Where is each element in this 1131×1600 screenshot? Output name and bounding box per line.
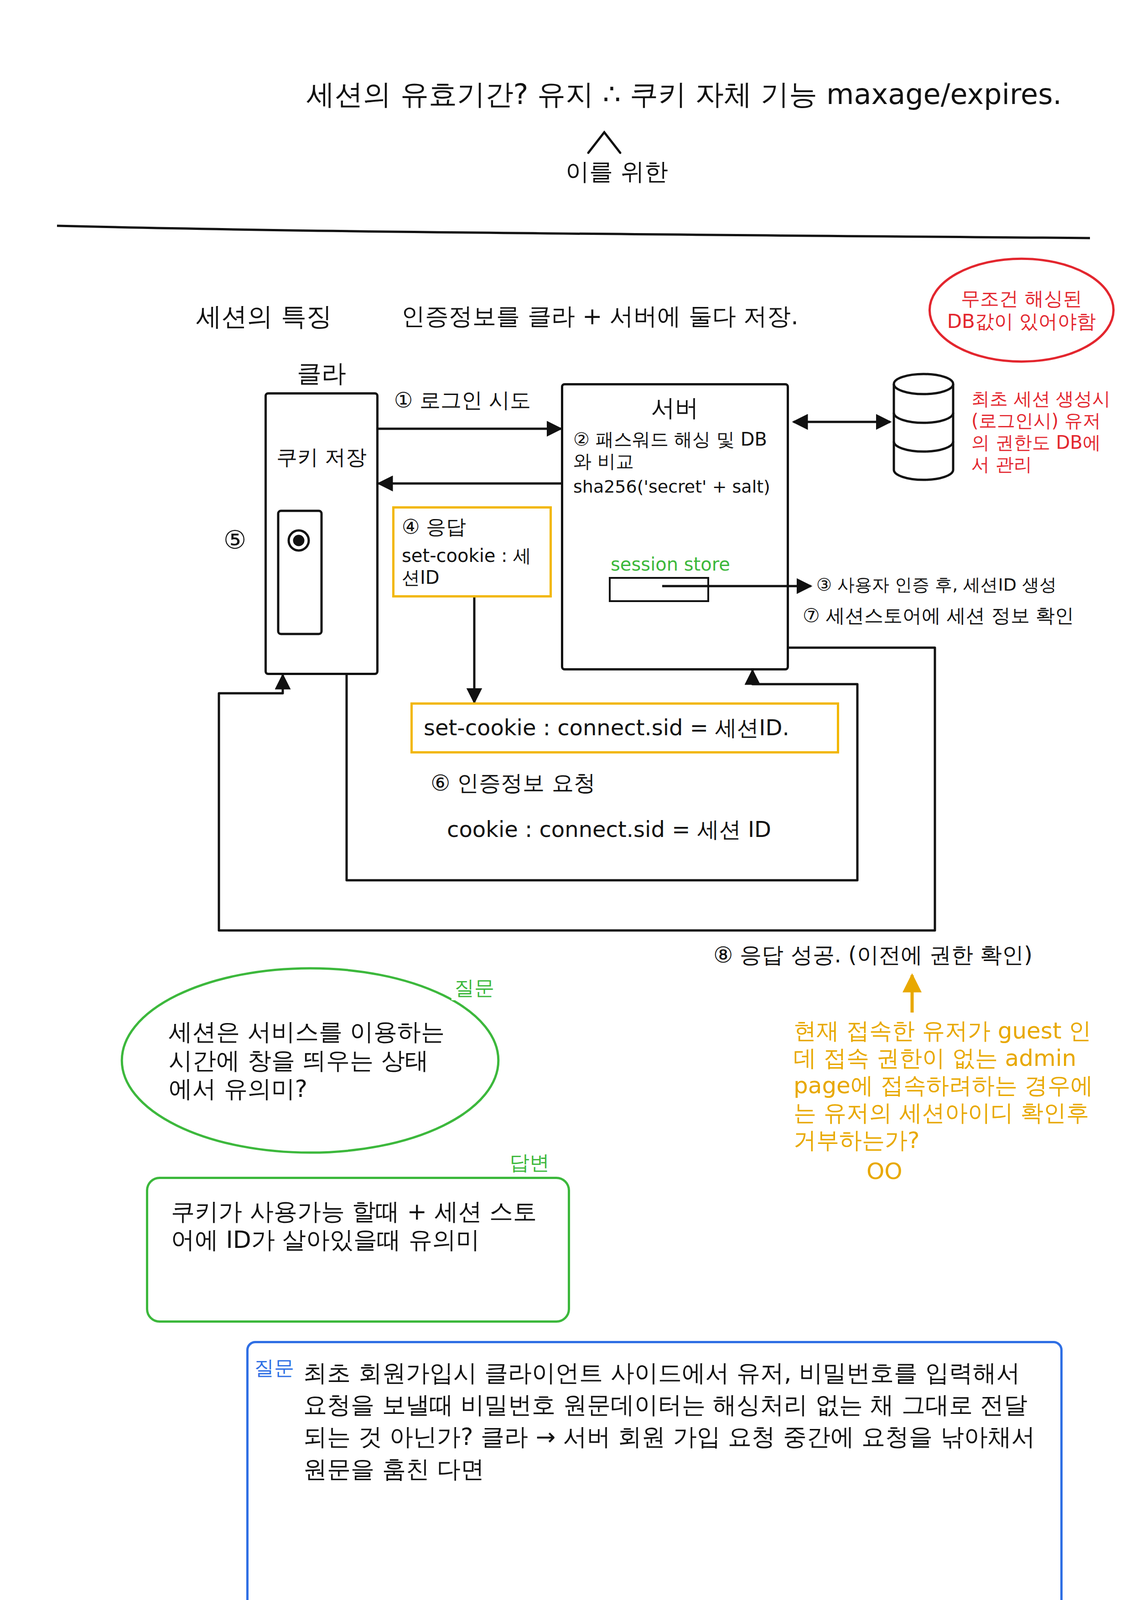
question-pointer <box>910 975 914 1013</box>
cookie-store-text: 쿠키 저장 <box>271 444 372 470</box>
session-store-heading: session store <box>610 553 731 576</box>
note-text: 최초 세션 생성시 (로그인시) 유저의 권한도 DB에서 관리 <box>971 387 1118 476</box>
cookie-header-box: set-cookie : connect.sid = 세션ID. <box>410 702 840 754</box>
cookie-icon <box>278 510 322 634</box>
answer-text: 쿠키가 사용가능 할때 + 세션 스토어에 ID가 살아있을때 유의미 <box>171 1197 545 1255</box>
hash-formula: sha256('secret' + salt) <box>573 476 777 498</box>
note-text: 무조건 해싱된 DB값이 있어야함 <box>946 287 1097 334</box>
step-text: ① 로그인 시도 <box>392 387 533 413</box>
question-text: 세션은 서비스를 이용하는 시간에 창을 띄우는 상태에서 유의미? <box>168 1017 452 1103</box>
session-store-box: session store <box>608 576 710 602</box>
cookie-header: set-cookie : 세션ID <box>401 544 543 589</box>
step-text: ④ 응답 <box>401 514 543 540</box>
note-cloud: 무조건 해싱된 DB값이 있어야함 <box>925 255 1118 365</box>
question-text: 최초 회원가입시 클라이언트 사이드에서 유저, 비밀번호를 입력해서 요청을 … <box>303 1356 1043 1485</box>
caret-mark <box>588 132 621 153</box>
database-cylinder <box>893 373 954 480</box>
question-box: 질문 최초 회원가입시 클라이언트 사이드에서 유저, 비밀번호를 입력해서 요청… <box>246 1340 1063 1600</box>
db-arrow <box>793 420 891 424</box>
step-text: ⑧ 응답 성공. (이전에 권한 확인) <box>711 941 1035 969</box>
step-text: ⑦ 세션스토어에 세션 정보 확인 <box>802 604 1122 628</box>
step-text: ② 패스워드 해싱 및 DB와 비교 <box>573 428 777 473</box>
answer-mark: OO <box>866 1157 903 1185</box>
client-heading: 클라 <box>266 358 377 389</box>
answer-tag: 답변 <box>509 1150 550 1175</box>
divider-line <box>57 225 1090 239</box>
cookie-header: set-cookie : connect.sid = 세션ID. <box>423 714 826 742</box>
cloud-outline <box>929 258 1114 362</box>
question-cloud: 질문세션은 서비스를 이용하는 시간에 창을 띄우는 상태에서 유의미? <box>114 962 507 1159</box>
question-tag: 질문 <box>254 1355 295 1381</box>
response-box: ④ 응답 set-cookie : 세션ID <box>392 506 552 598</box>
answer-box: 답변쿠키가 사용가능 할때 + 세션 스토어에 ID가 살아있을때 유의미 <box>145 1176 571 1323</box>
client-box: 클라쿠키 저장 <box>264 392 379 675</box>
flow-arrow <box>218 647 935 931</box>
question-note: 현재 접속한 유저가 guest 인데 접속 권한이 없는 admin page… <box>793 1016 1109 1154</box>
cookie-header: cookie : connect.sid = 세션 ID <box>446 816 772 843</box>
cloud-outline <box>121 968 499 1153</box>
flow-arrow <box>346 670 858 881</box>
flow-arrow <box>378 482 561 485</box>
section-note: 인증정보를 클라 + 서버에 둘다 저장. <box>401 301 799 331</box>
note-text: 이를 위한 <box>565 157 669 186</box>
flow-arrow <box>473 597 476 703</box>
step-text: ③ 사용자 인증 후, 세션ID 생성 <box>816 574 1118 596</box>
server-box: 서버 ② 패스워드 해싱 및 DB와 비교 sha256('secret' + sa… <box>560 383 789 671</box>
diagram-title: 세션의 유효기간? 유지 ∴ 쿠키 자체 기능 maxage/expires. <box>255 77 1113 112</box>
question-tag: 질문 <box>451 975 498 1001</box>
server-heading: 서버 <box>573 393 777 422</box>
section-heading: 세션의 특징 <box>196 300 333 332</box>
flow-arrow <box>378 427 561 431</box>
step-text: ⑥ 인증정보 요청 <box>428 769 598 797</box>
callout-number: ⑤ <box>223 524 247 556</box>
